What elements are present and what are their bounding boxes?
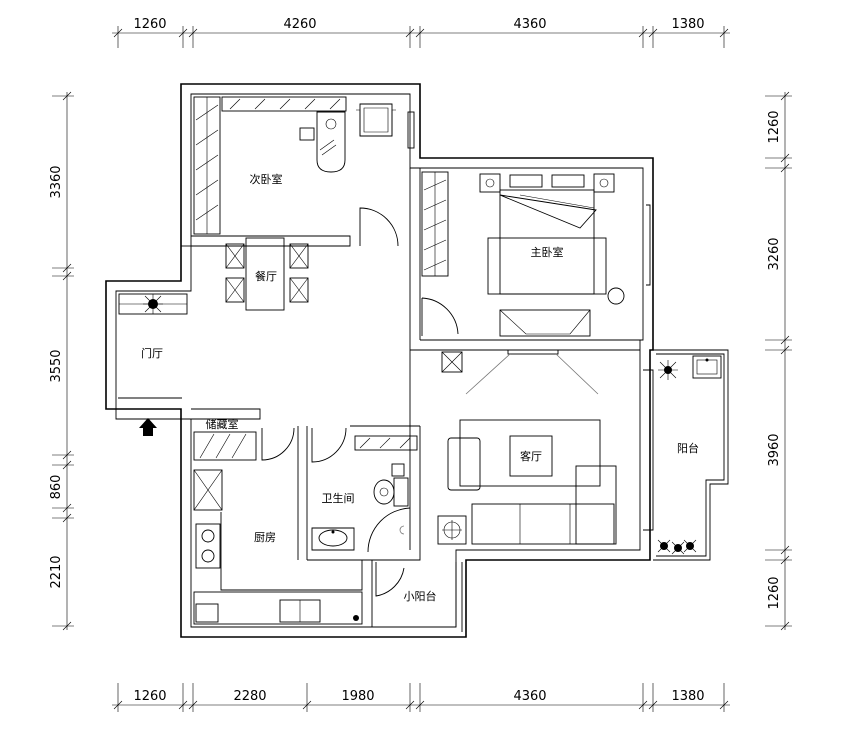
plant-icon — [658, 360, 678, 380]
master-bedroom-furniture — [421, 171, 625, 337]
storage-fixtures — [193, 427, 295, 461]
dim-right-4: 1260 — [767, 576, 782, 609]
sink-icon — [311, 527, 355, 551]
sofa-icon — [471, 465, 617, 545]
room-label-living-room: 客厅 — [520, 449, 542, 463]
dim-top-4: 1380 — [671, 17, 704, 32]
dim-left-1: 3360 — [49, 165, 64, 198]
dim-top-2: 4260 — [283, 17, 316, 32]
dim-bottom-2: 2280 — [233, 689, 266, 704]
dim-right-3: 3960 — [767, 433, 782, 466]
plant-icon — [143, 294, 163, 314]
room-label-dining: 餐厅 — [255, 269, 277, 283]
dim-left-3: 860 — [49, 475, 64, 500]
bed-icon — [487, 189, 607, 295]
foyer-elements — [118, 293, 188, 436]
dining-furniture — [225, 237, 309, 311]
bathroom-fixtures — [311, 427, 418, 553]
right-dimension-line: 1260 3260 3960 1260 — [765, 91, 792, 631]
living-room-furniture — [437, 349, 617, 545]
second-bedroom-furniture — [193, 96, 415, 247]
toilet-icon — [373, 477, 409, 507]
room-label-balcony: 阳台 — [677, 441, 699, 455]
dim-top-1: 1260 — [133, 17, 166, 32]
room-label-master-bedroom: 主卧室 — [531, 245, 564, 259]
small-balcony-fixtures — [375, 562, 463, 632]
room-label-second-bedroom: 次卧室 — [250, 172, 283, 186]
room-label-small-balcony: 小阳台 — [404, 589, 437, 603]
dim-left-2: 3550 — [49, 349, 64, 382]
dim-bottom-5: 1380 — [671, 689, 704, 704]
kitchen-fixtures — [193, 469, 363, 625]
dim-right-2: 3260 — [767, 237, 782, 270]
top-dimension-line: 1260 4260 4360 1380 — [112, 17, 730, 48]
stove-icon — [195, 523, 221, 569]
room-label-bathroom: 卫生间 — [322, 491, 355, 505]
plant-icon — [657, 539, 697, 555]
dim-left-4: 2210 — [49, 555, 64, 588]
dim-right-1: 1260 — [767, 110, 782, 143]
dim-bottom-4: 4360 — [513, 689, 546, 704]
balcony-fixtures — [657, 355, 722, 555]
balcony-structure — [653, 349, 729, 561]
room-label-foyer: 门厅 — [141, 346, 163, 360]
bottom-dimension-line: 1260 2280 1980 4360 1380 — [112, 683, 730, 712]
walls — [105, 83, 654, 638]
entrance-arrow-icon — [139, 418, 157, 436]
dim-bottom-3: 1980 — [341, 689, 374, 704]
dim-top-3: 4360 — [513, 17, 546, 32]
dim-bottom-1: 1260 — [133, 689, 166, 704]
left-dimension-line: 3360 3550 860 2210 — [49, 91, 74, 631]
room-label-storage: 储藏室 — [206, 417, 239, 431]
room-label-kitchen: 厨房 — [254, 531, 276, 544]
